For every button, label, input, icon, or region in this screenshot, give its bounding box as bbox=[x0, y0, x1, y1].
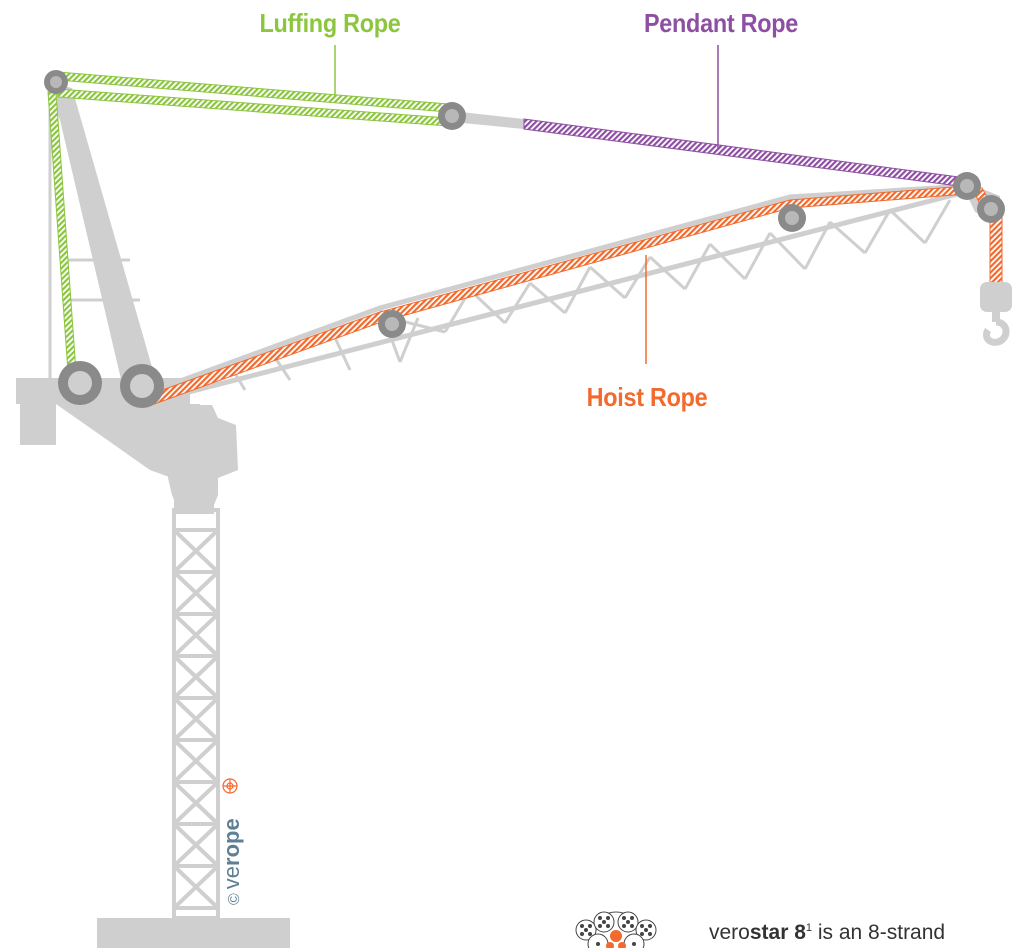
brand-name: rope bbox=[219, 818, 244, 866]
brand-prefix: ve bbox=[219, 865, 244, 890]
brand-rope-icon bbox=[222, 778, 238, 794]
sheave-jib-mid-lower bbox=[378, 310, 406, 338]
sheave-jib-tip-lower bbox=[977, 195, 1005, 223]
sheave-jib-tip bbox=[953, 172, 981, 200]
brand-watermark: © verope bbox=[219, 818, 245, 905]
sheave-mast-top bbox=[44, 70, 68, 94]
hook-block bbox=[980, 282, 1012, 346]
description-product: star 8 bbox=[749, 921, 806, 944]
crane-tower bbox=[172, 508, 220, 920]
sheave-pendant-end bbox=[438, 102, 466, 130]
crane-base bbox=[97, 918, 290, 948]
product-description: verostar 81 is an 8-strand bbox=[709, 921, 945, 945]
sheave-jib-mid-upper bbox=[778, 204, 806, 232]
description-text: is an 8-strand bbox=[812, 921, 946, 944]
description-footnote: 1 bbox=[805, 922, 813, 934]
hoist-rope-label: Hoist Rope bbox=[586, 382, 708, 412]
crane-mast bbox=[46, 82, 158, 392]
hoist-rope bbox=[139, 185, 1003, 408]
sheaves bbox=[44, 70, 1005, 408]
description-prefix: vero bbox=[709, 921, 750, 944]
pendant-rope-label: Pendant Rope bbox=[643, 8, 799, 38]
pendant-link bbox=[452, 111, 524, 129]
copyright-symbol: © bbox=[226, 893, 243, 905]
crane-structure bbox=[16, 82, 1000, 948]
pendant-rope bbox=[523, 118, 967, 188]
drum-luffing bbox=[58, 361, 102, 405]
luffing-rope-label: Luffing Rope bbox=[259, 8, 401, 38]
drum-hoist bbox=[120, 364, 164, 408]
crane-jib bbox=[149, 183, 969, 405]
rope-cross-section-icon bbox=[575, 911, 657, 948]
